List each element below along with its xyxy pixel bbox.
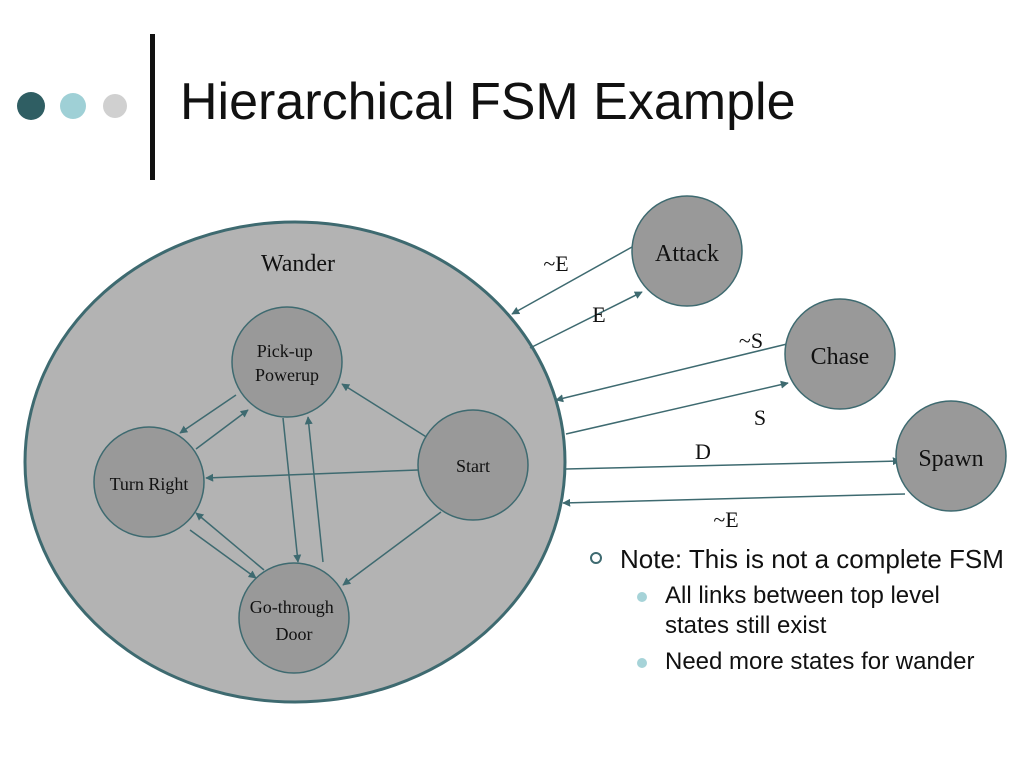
bullet-dot-icon [637,658,647,668]
turnright-to-door-arrow [189,529,257,579]
not-e-spawn-label: ~E [713,507,738,532]
d-label: D [695,439,711,464]
bullet-dot-icon [637,592,647,602]
dark-dot [17,92,45,120]
note-text: Note: This is not a complete FSM [620,544,1004,574]
not-s-label: ~S [739,328,763,353]
e-attack-label: E [592,302,605,327]
door-line-2: Door [276,624,313,644]
teal-dot [60,93,86,119]
turn-right-state [93,426,205,538]
chase-state [784,298,896,410]
sub-bullet-text: Need more states for wander [665,648,975,675]
sub-bullets: All links between top level states still… [590,581,1010,677]
sub-bullet-item: All links between top level states still… [590,581,1010,641]
start-to-pickup-arrow [341,383,429,439]
turn-right-label: Turn Right [110,474,189,494]
attack-state [631,195,743,307]
start-to-door-arrow [342,511,442,586]
wander-to-attack-arrow [529,291,643,349]
spawn-state [895,400,1007,512]
slide-title: Hierarchical FSM Example [180,73,796,131]
spawn-to-wander-arrow [562,493,906,507]
chase-label: Chase [811,344,870,370]
gray-dot [103,94,127,118]
start-state [417,409,529,521]
door-line-1: Go-through [250,597,334,617]
start-label: Start [456,456,490,476]
go-through-door-state [238,562,350,674]
start-to-turnright-arrow [205,469,419,482]
pickup-to-door-arrow [282,417,302,563]
not-e-attack-label: ~E [543,251,568,276]
sub-bullet-text: All links between top level states still… [665,582,940,639]
pickup-to-turnright-arrow [179,394,237,434]
notes-list: Note: This is not a complete FSM All lin… [590,543,1010,683]
bullet-ring-icon [590,552,602,564]
go-through-door-label: Go-through Door [250,597,339,644]
wander-superstate [23,220,567,704]
title-divider [150,34,155,180]
door-to-turnright-arrow [195,512,265,571]
attack-to-wander-arrow [511,246,633,315]
wander-to-spawn-arrow [565,457,901,470]
pickup-powerup-state [231,306,343,418]
wander-label: Wander [261,251,335,277]
sub-bullet-item: Need more states for wander [590,647,1010,677]
pickup-powerup-label: Pick-up Powerup [255,341,319,385]
pickup-line-2: Powerup [255,365,319,385]
turnright-to-pickup-arrow [195,409,249,450]
wander-to-chase-arrow [565,380,789,435]
s-label: S [754,405,766,430]
spawn-label: Spawn [918,446,983,472]
attack-label: Attack [655,241,719,267]
pickup-line-1: Pick-up [257,341,313,361]
note-bullet: Note: This is not a complete FSM [590,543,1010,575]
door-to-pickup-arrow [304,416,324,563]
chase-to-wander-arrow [555,343,788,403]
